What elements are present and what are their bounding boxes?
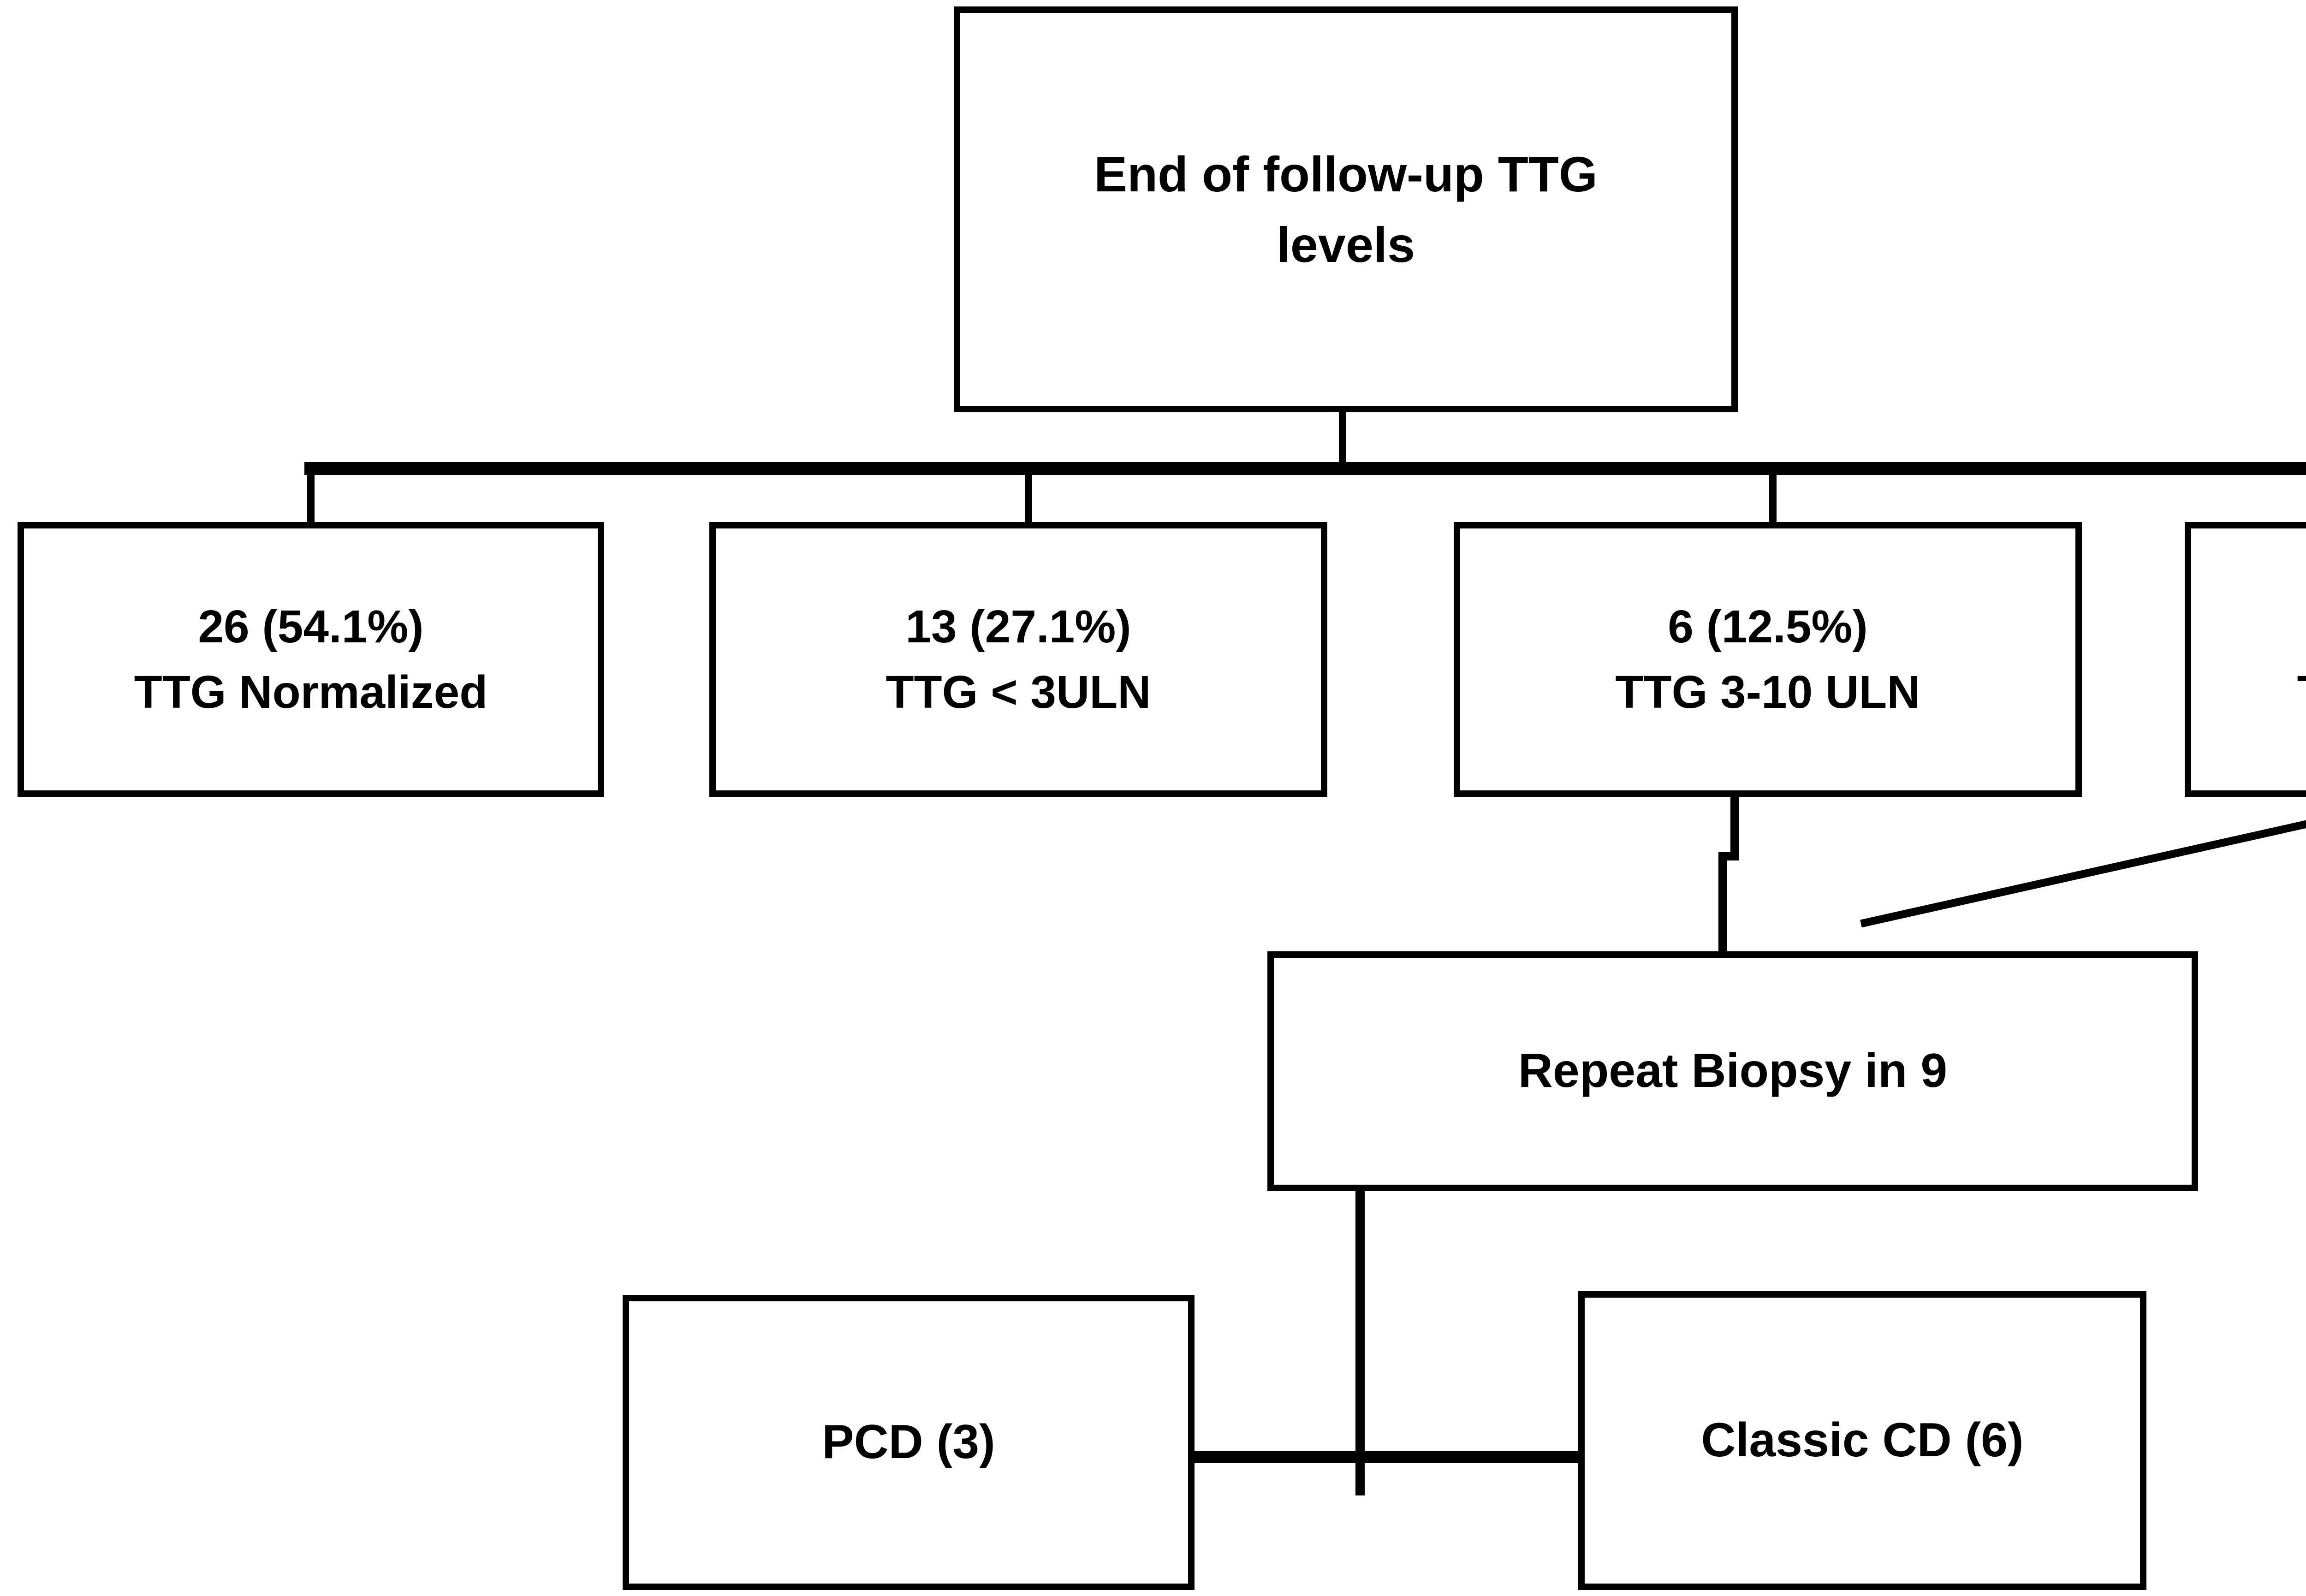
node-ttg-lt-3uln-count: 13 (27.1%) [905,601,1131,653]
node-ttg-normalized[interactable]: 26 (54.1%) TTG Normalized [18,522,604,797]
edge-drop-outcome-1 [307,469,315,529]
node-pcd-label: PCD (3) [822,1415,995,1469]
node-classic-cd-label: Classic CD (6) [1701,1413,2024,1467]
edge-ttg3-10-to-biopsy-upper [1730,794,1739,859]
node-classic-cd[interactable]: Classic CD (6) [1578,1291,2146,1590]
edge-root-stem [1339,412,1346,469]
edge-ttg3-10-to-biopsy-lower [1718,852,1727,957]
edge-ttg-gt10-to-biopsy-diagonal [1860,790,2306,928]
edge-biopsy-stem [1355,1191,1365,1495]
node-ttg-normalized-count: 26 (54.1%) [198,601,424,653]
node-end-of-followup-line1: End of follow-up TTG [1094,146,1598,202]
node-end-of-followup-line2: levels [1276,217,1415,273]
edge-diagnoses-bar [1185,1451,1587,1463]
node-ttg-3-10-uln[interactable]: 6 (12.5%) TTG 3-10 ULN [1454,522,2082,797]
edge-drop-outcome-2 [1025,469,1032,529]
edge-distributor-bar [304,462,2306,475]
node-ttg-gt-10-uln-label: TTG >10 ULN [2297,659,2306,725]
node-ttg-3-10-uln-count: 6 (12.5%) [1668,601,1868,653]
node-ttg-lt-3uln-label: TTG < 3ULN [886,666,1151,718]
node-ttg-gt-10-uln[interactable]: 3 (6.3%) TTG >10 ULN [2185,522,2306,797]
node-repeat-biopsy[interactable]: Repeat Biopsy in 9 [1267,951,2198,1191]
node-repeat-biopsy-label: Repeat Biopsy in 9 [1518,1044,1948,1098]
edge-drop-outcome-3 [1769,469,1777,529]
node-ttg-lt-3uln[interactable]: 13 (27.1%) TTG < 3ULN [709,522,1327,797]
node-ttg-3-10-uln-label: TTG 3-10 ULN [1615,666,1920,718]
node-pcd[interactable]: PCD (3) [623,1295,1195,1590]
node-end-of-followup[interactable]: End of follow-up TTG levels [954,6,1738,412]
node-ttg-normalized-label: TTG Normalized [134,666,488,718]
